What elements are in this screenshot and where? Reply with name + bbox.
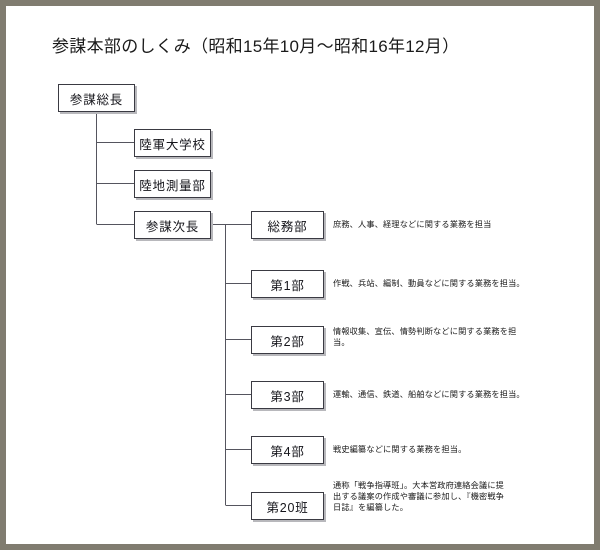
- node-label: 第3部: [270, 389, 305, 404]
- description-bureau-1: 作戦、兵站、編制、動員などに関する業務を担当。: [333, 279, 525, 288]
- node-land-survey-department[interactable]: 陸地測量部: [134, 170, 211, 198]
- node-label: 参謀次長: [145, 219, 200, 234]
- node-bureau-3[interactable]: 第3部: [251, 381, 324, 409]
- node-bureau-4[interactable]: 第4部: [251, 436, 324, 464]
- node-label: 第1部: [270, 278, 305, 293]
- node-bureau-2[interactable]: 第2部: [251, 326, 324, 354]
- node-general-affairs-department[interactable]: 総務部: [251, 211, 324, 239]
- node-label: 陸軍大学校: [139, 137, 206, 152]
- node-label: 第2部: [270, 334, 305, 349]
- node-label: 参謀総長: [69, 92, 124, 107]
- node-war-college[interactable]: 陸軍大学校: [134, 129, 211, 157]
- node-label: 第20班: [266, 500, 309, 515]
- description-general-affairs: 庶務、人事、経理などに関する業務を担当: [333, 220, 492, 229]
- description-section-20: 通称「戦争指導班」。大本営政府連絡会議に提出する議案の作成や審議に参加し、『機密…: [333, 481, 504, 512]
- description-bureau-2: 情報収集、宣伝、情勢判断などに関する業務を担当。: [333, 327, 517, 347]
- node-bureau-1[interactable]: 第1部: [251, 270, 324, 298]
- page-title: 参謀本部のしくみ（昭和15年10月～昭和16年12月）: [52, 37, 460, 56]
- node-section-20[interactable]: 第20班: [251, 492, 324, 520]
- description-bureau-3: 運輸、通信、鉄道、船舶などに関する業務を担当。: [333, 390, 525, 399]
- node-label: 陸地測量部: [139, 178, 206, 193]
- node-label: 総務部: [267, 219, 308, 234]
- chart-canvas: 参謀本部のしくみ（昭和15年10月～昭和16年12月）: [6, 6, 594, 544]
- node-chief-of-staff[interactable]: 参謀総長: [58, 84, 135, 112]
- node-label: 第4部: [270, 444, 305, 459]
- description-bureau-4: 戦史編纂などに関する業務を担当。: [333, 445, 467, 454]
- node-vice-chief-of-staff[interactable]: 参謀次長: [134, 211, 211, 239]
